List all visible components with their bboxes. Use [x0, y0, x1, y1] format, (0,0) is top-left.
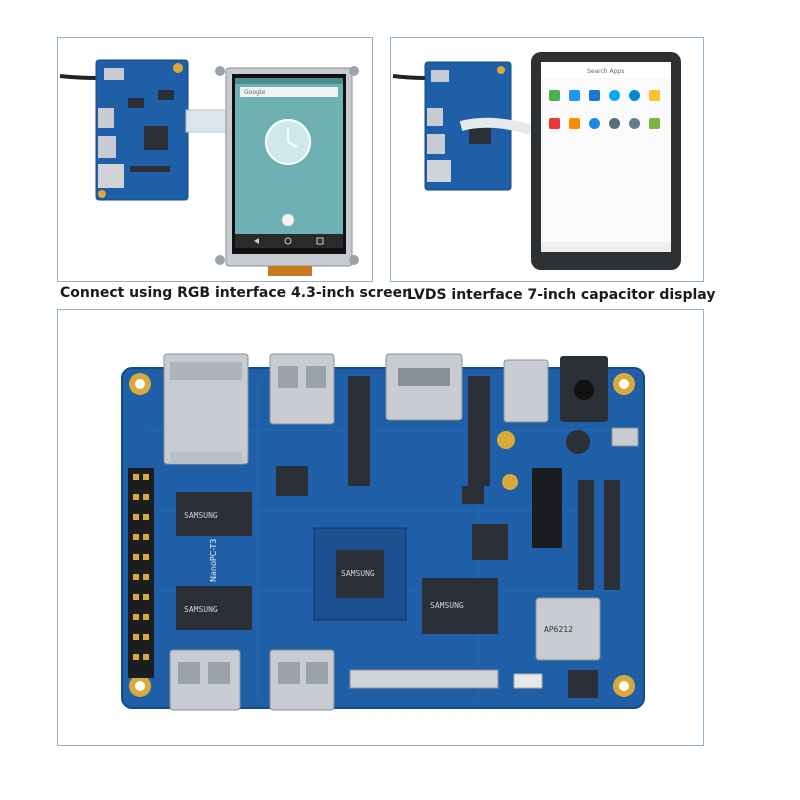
wifi-module — [535, 597, 601, 661]
rgb-screen-illustration: Google — [59, 59, 359, 276]
emmc-label: SAMSUNG — [430, 601, 464, 610]
ram-chip-2 — [176, 586, 252, 630]
ram-chip-1-label: SAMSUNG — [184, 511, 218, 520]
fpc-connector-4 — [604, 480, 620, 590]
lcd-fpc-connector — [349, 669, 499, 689]
lvds-display-illustration: Search Apps — [392, 52, 681, 270]
email-app-icon — [649, 90, 660, 101]
board-model-label: NanoPC-T3 — [209, 539, 218, 582]
supersu-app-icon — [649, 118, 660, 129]
side-header — [532, 468, 562, 548]
fpc-connector-1 — [348, 376, 370, 486]
contacts-app-icon — [609, 90, 620, 101]
ram-chip-2-label: SAMSUNG — [184, 605, 218, 614]
calendar-app-icon — [569, 90, 580, 101]
downloads-app-icon — [629, 90, 640, 101]
lvds-display-photo: Search Apps — [390, 37, 704, 282]
headphone-jack — [568, 670, 598, 698]
ram-chip-1 — [176, 492, 252, 536]
soc-die — [336, 550, 384, 598]
gear-app-icon — [629, 118, 640, 129]
rgb-screen-photo: Google — [57, 37, 373, 282]
lvds-caption: LVDS interface 7-inch capacitor display — [407, 287, 716, 303]
micro-usb-port — [611, 427, 639, 447]
board-photo: SAMSUNG SAMSUNG NanoPC-T3 SAMSUNG SAMSUN… — [57, 309, 704, 746]
lightning-app-icon — [569, 118, 580, 129]
settings-app-icon — [549, 118, 560, 129]
nanopc-board-illustration: SAMSUNG SAMSUNG NanoPC-T3 SAMSUNG SAMSUN… — [121, 353, 645, 711]
gpio-header — [128, 468, 154, 678]
music-app-icon — [589, 118, 600, 129]
soc-label: SAMSUNG — [341, 569, 375, 578]
rgb-search-text: Google — [244, 89, 265, 96]
fpc-connector-2 — [468, 376, 490, 486]
wifi-module-label: AP6212 — [544, 625, 573, 634]
hdmi-port — [385, 353, 463, 421]
rgb-caption: Connect using RGB interface 4.3-inch scr… — [60, 285, 413, 301]
clock-app-icon — [589, 90, 600, 101]
fpc-connector-3 — [578, 480, 594, 590]
capacitor — [566, 430, 590, 454]
audio-jack — [503, 359, 549, 423]
emmc-chip — [422, 578, 498, 634]
lvds-search-text: Search Apps — [587, 68, 624, 75]
usb-port-top — [269, 353, 335, 425]
search-app-icon — [609, 118, 620, 129]
gallery-app-icon — [549, 90, 560, 101]
